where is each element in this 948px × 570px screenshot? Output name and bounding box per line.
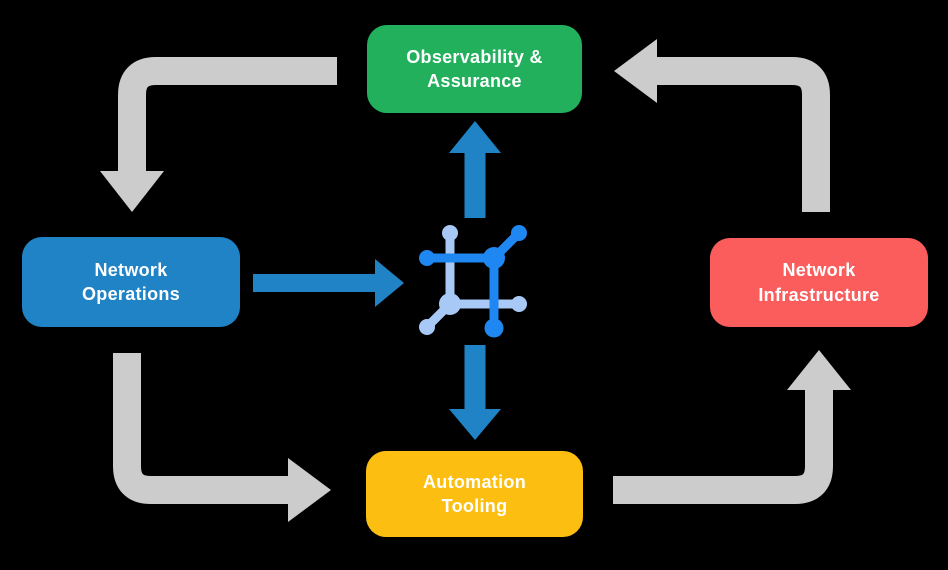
hub-icon-light-nodes xyxy=(419,225,527,335)
arrow-operations-to-automation xyxy=(113,353,331,522)
arrowhead-right xyxy=(288,458,331,522)
arrowhead-up xyxy=(787,350,851,390)
arrowhead-left xyxy=(614,39,657,103)
network-automation-hub-icon xyxy=(419,225,527,338)
arrowhead-right xyxy=(375,259,404,307)
arrowhead-down xyxy=(449,409,501,440)
arrow-observability-to-operations xyxy=(100,57,337,212)
node-label-line: Observability & xyxy=(406,46,543,67)
arrow-hub-to-automation xyxy=(449,345,501,440)
arrow-shaft xyxy=(613,389,833,504)
arrowhead-down xyxy=(100,171,164,212)
node-label-line: Operations xyxy=(81,284,181,304)
arrow-shaft xyxy=(118,57,337,172)
node-label-line: Assurance xyxy=(427,71,522,91)
arrow-hub-to-observability xyxy=(449,121,501,218)
node-network-operations: Network Operations xyxy=(22,237,240,327)
node-label-line: Infrastructure xyxy=(758,284,880,305)
node-automation-tooling: Automation Tooling xyxy=(366,451,583,537)
node-network-infrastructure: Network Infrastructure xyxy=(710,238,928,327)
node-label-line: Tooling xyxy=(441,496,508,516)
arrow-automation-to-infrastructure xyxy=(613,350,851,504)
arrowhead-up xyxy=(449,121,501,153)
hub-icon-dark-nodes xyxy=(419,225,527,338)
node-label-line: Automation xyxy=(423,471,526,492)
arrow-shaft xyxy=(656,57,830,212)
arrow-shaft xyxy=(113,353,289,504)
node-observability-assurance: Observability & Assurance xyxy=(367,25,582,113)
node-label-line: Network xyxy=(782,260,856,281)
arrow-operations-to-hub xyxy=(253,259,404,307)
node-label-line: Network xyxy=(94,259,168,280)
arrow-infrastructure-to-observability xyxy=(614,39,830,212)
